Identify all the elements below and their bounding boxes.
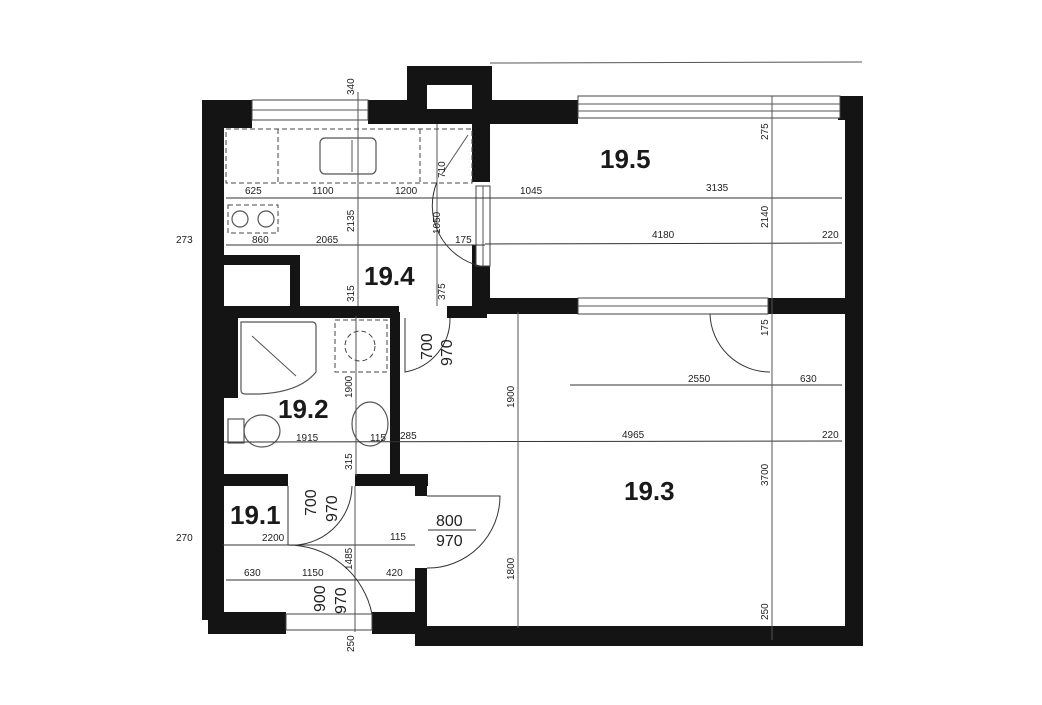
dim-label: 315 bbox=[344, 453, 355, 470]
dimension-labels: 625 1100 1200 860 2065 175 273 1045 3135… bbox=[176, 78, 839, 652]
dim-label: 285 bbox=[400, 431, 417, 442]
dim-label: 1900 bbox=[506, 385, 517, 408]
dim-label: 2065 bbox=[316, 235, 339, 246]
dim-label: 420 bbox=[386, 568, 403, 579]
door-height-kitchen: 970 bbox=[439, 339, 456, 366]
shower-icon bbox=[240, 321, 317, 395]
dim-label: 625 bbox=[245, 186, 262, 197]
washbasin-icon bbox=[351, 401, 389, 447]
dimension-lines bbox=[222, 92, 843, 640]
kitchen-fixtures bbox=[225, 128, 473, 234]
washer-icon bbox=[334, 319, 388, 373]
dim-label: 275 bbox=[760, 123, 771, 140]
dim-label: 1800 bbox=[506, 557, 517, 580]
door-width-kitchen: 700 bbox=[419, 333, 436, 360]
bathroom-fixtures bbox=[227, 319, 389, 448]
windows bbox=[251, 95, 841, 631]
dim-label: 220 bbox=[822, 230, 839, 241]
dim-label: 4965 bbox=[622, 430, 645, 441]
dim-label: 115 bbox=[390, 532, 406, 543]
stove-icon bbox=[227, 204, 279, 234]
room-label-19-1: 19.1 bbox=[230, 500, 281, 530]
dim-label: 2550 bbox=[688, 374, 711, 385]
dim-label: 315 bbox=[346, 285, 357, 302]
dim-label: 340 bbox=[346, 78, 357, 95]
dim-label: 3135 bbox=[706, 183, 729, 194]
dim-label: 273 bbox=[176, 235, 193, 246]
dim-label: 1200 bbox=[395, 186, 418, 197]
dim-label: 630 bbox=[800, 374, 817, 385]
dim-label: 2140 bbox=[760, 205, 771, 228]
dim-label: 1045 bbox=[520, 186, 543, 197]
dim-label: 630 bbox=[244, 568, 261, 579]
door-width-entry: 900 bbox=[312, 585, 329, 612]
door-swing-kitchen-balcony bbox=[431, 181, 481, 267]
door-swing-balcony bbox=[709, 313, 771, 373]
dim-label: 3700 bbox=[760, 463, 771, 486]
dim-label: 220 bbox=[822, 430, 839, 441]
door-labels: 700 970 700 970 800 970 900 970 bbox=[303, 333, 476, 614]
dim-label: 1900 bbox=[344, 375, 355, 398]
dim-label: 175 bbox=[760, 319, 771, 336]
dim-label: 2135 bbox=[346, 209, 357, 232]
site-boundary-line bbox=[489, 61, 863, 64]
dim-label: 250 bbox=[346, 635, 357, 652]
dim-label: 1915 bbox=[296, 433, 319, 444]
room-label-19-4: 19.4 bbox=[364, 261, 415, 291]
room-label-19-3: 19.3 bbox=[624, 476, 675, 506]
dim-label: 1050 bbox=[432, 211, 443, 234]
door-width-living: 800 bbox=[436, 513, 463, 530]
door-width-bathroom: 700 bbox=[303, 489, 320, 516]
door-swing-living bbox=[426, 495, 501, 569]
door-height-living: 970 bbox=[436, 533, 463, 550]
room-label-19-2: 19.2 bbox=[278, 394, 329, 424]
walls bbox=[202, 66, 863, 646]
door-height-entry: 970 bbox=[333, 587, 350, 614]
dim-label: 2200 bbox=[262, 533, 285, 544]
dim-label: 1150 bbox=[302, 568, 324, 579]
door-swing-entry bbox=[285, 544, 373, 615]
dim-label: 250 bbox=[760, 603, 771, 620]
door-height-bathroom: 970 bbox=[324, 495, 341, 522]
dim-label: 375 bbox=[437, 283, 448, 300]
dim-label: 270 bbox=[176, 533, 193, 544]
dim-label: 1100 bbox=[312, 186, 334, 197]
dim-label: 175 bbox=[455, 235, 472, 246]
dim-label: 4180 bbox=[652, 230, 675, 241]
dim-label: 710 bbox=[437, 161, 448, 178]
door-swing-kitchen bbox=[404, 317, 451, 373]
room-label-19-5: 19.5 bbox=[600, 144, 651, 174]
dim-label: 115 bbox=[370, 433, 386, 444]
door-swings bbox=[285, 181, 771, 615]
door-swing-bathroom bbox=[287, 485, 353, 546]
dim-label: 860 bbox=[252, 235, 269, 246]
sink-icon bbox=[319, 137, 377, 175]
dim-label: 1485 bbox=[344, 547, 355, 570]
